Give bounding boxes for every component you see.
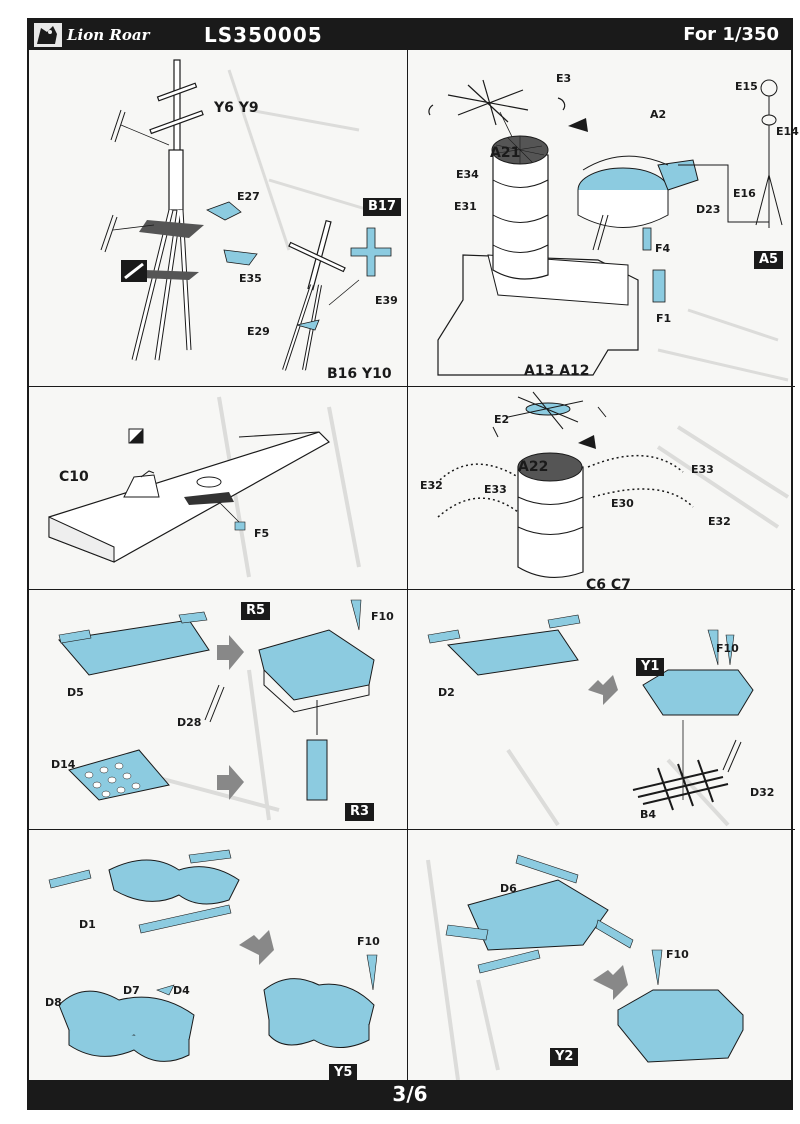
r5-diagram	[58, 599, 375, 821]
brand-logo: Lion Roar	[33, 22, 183, 48]
label-e15: E15	[735, 80, 758, 93]
label-c6-c7: C6 C7	[586, 577, 631, 593]
y2-diagram	[426, 854, 744, 1081]
step-panel-mast: Y6 Y9 E27 E35 B17 E39 E29 B16 Y10	[29, 50, 408, 387]
tag-y2: Y2	[550, 1048, 579, 1066]
label-f10-y2: F10	[666, 948, 689, 961]
step-panel-hull: C10 F5	[29, 387, 408, 590]
y1-diagram	[427, 614, 754, 827]
label-d1: D1	[79, 918, 96, 931]
tag-r3: R3	[345, 803, 375, 821]
tag-y5: Y5	[329, 1064, 358, 1082]
label-e33-right: E33	[691, 463, 714, 476]
tag-b17: B17	[363, 198, 401, 216]
label-e2: E2	[494, 413, 510, 426]
step-panel-funnel: E2 A22 E33 E32 E33 E30 E32 C6 C7	[408, 387, 795, 593]
label-d4: D4	[173, 984, 190, 997]
label-e31: E31	[454, 200, 477, 213]
funnel-diagram	[432, 391, 790, 579]
label-a2: A2	[650, 108, 667, 121]
label-a22: A22	[518, 459, 549, 475]
label-f10-y5: F10	[357, 935, 380, 948]
label-d14: D14	[51, 758, 76, 771]
label-e27: E27	[237, 190, 260, 203]
label-e14: E14	[776, 125, 799, 138]
label-e30: E30	[611, 497, 634, 510]
platform-diagram	[428, 79, 789, 382]
step-panel-r5: R5 F10 D5 D28 D14 R3	[29, 590, 408, 830]
label-d7: D7	[123, 984, 140, 997]
label-e39: E39	[375, 294, 398, 307]
product-code: LS350005	[204, 23, 323, 47]
label-d5: D5	[67, 686, 84, 699]
step-panel-platform: E3 A2 E15 E14 A21 E34 E31 D23 E16 F4 A5 …	[408, 50, 799, 387]
label-c10: C10	[59, 469, 89, 485]
label-f5: F5	[254, 527, 270, 540]
label-f4: F4	[655, 242, 671, 255]
label-e32-right: E32	[708, 515, 731, 528]
label-e16: E16	[733, 187, 756, 200]
label-f10-r5: F10	[371, 610, 394, 623]
label-e32-left: E32	[420, 479, 443, 492]
label-a21: A21	[490, 145, 521, 161]
label-d6: D6	[500, 882, 517, 895]
label-d8: D8	[45, 996, 62, 1009]
y5-diagram	[48, 849, 378, 1062]
tag-y1: Y1	[636, 658, 665, 676]
footer-bar: 3/6	[29, 1080, 791, 1108]
label-d2: D2	[438, 686, 455, 699]
label-e3: E3	[556, 72, 572, 85]
label-f10-y1: F10	[716, 642, 739, 655]
step-panel-y2: D6 F10 Y2	[408, 830, 795, 1084]
header-bar: Lion Roar LS350005 For 1/350	[29, 20, 791, 50]
label-b16-y10: B16 Y10	[327, 366, 392, 382]
label-d23: D23	[696, 203, 721, 216]
brand-name: Lion Roar	[67, 26, 150, 44]
label-d28: D28	[177, 716, 202, 729]
label-e29: E29	[247, 325, 270, 338]
label-e35: E35	[239, 272, 262, 285]
scale-label: For 1/350	[683, 24, 779, 45]
tag-r5: R5	[241, 602, 271, 620]
step-panel-y5: D1 F10 D8 D7 D4 Y5	[29, 830, 408, 1084]
label-a13-a12: A13 A12	[524, 363, 590, 379]
label-b4: B4	[640, 808, 657, 821]
label-f1: F1	[656, 312, 672, 325]
label-d32: D32	[750, 786, 775, 799]
page-number: 3/6	[392, 1082, 428, 1106]
label-y6-y9: Y6 Y9	[214, 100, 259, 116]
step-panel-y1: F10 Y1 D2 D32 B4	[408, 590, 795, 830]
hull-diagram	[48, 396, 361, 578]
instruction-sheet: Lion Roar LS350005 For 1/350	[27, 18, 799, 1110]
label-e33-left: E33	[484, 483, 507, 496]
label-e34: E34	[456, 168, 479, 181]
mast-diagram	[100, 59, 392, 371]
lion-logo-icon	[34, 23, 62, 47]
tag-a5: A5	[754, 251, 784, 269]
